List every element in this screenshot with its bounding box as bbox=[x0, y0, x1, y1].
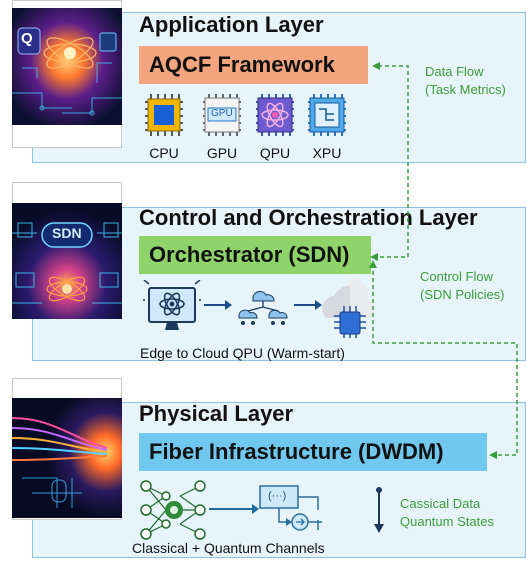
quantum-operation-box: (···) bbox=[258, 484, 322, 537]
thumb-q-letter: Q bbox=[21, 30, 33, 47]
monitor-atom-icon bbox=[139, 279, 205, 341]
edge-arrow-1 bbox=[203, 298, 233, 316]
qpu-label: QPU bbox=[259, 145, 291, 161]
edge-cloud-network-icon bbox=[233, 283, 293, 332]
sdn-network-image bbox=[12, 203, 122, 319]
xpu-label: XPU bbox=[312, 145, 342, 161]
qpu-chip-icon bbox=[252, 92, 298, 143]
legend-down-arrow bbox=[373, 486, 385, 539]
control-layer-title: Control and Orchestration Layer bbox=[139, 205, 478, 230]
thumb-sdn-text: SDN bbox=[52, 225, 82, 241]
control-flow-label: Control Flow bbox=[420, 269, 493, 284]
physical-layer-title: Physical Layer bbox=[139, 401, 294, 426]
qop-box-text: (···) bbox=[268, 490, 287, 502]
aqcf-framework-label: AQCF Framework bbox=[139, 46, 368, 84]
neural-network-icon bbox=[138, 478, 208, 547]
application-layer-title: Application Layer bbox=[139, 12, 324, 37]
data-flow-sublabel: (Task Metrics) bbox=[425, 82, 506, 97]
xpu-chip-icon bbox=[304, 92, 350, 143]
quantum-circuit-image bbox=[12, 8, 122, 125]
cpu-chip-icon bbox=[141, 92, 187, 143]
fiber-optic-image bbox=[12, 398, 122, 518]
control-flow-sublabel: (SDN Policies) bbox=[420, 287, 505, 302]
legend-quantum-states: Quantum States bbox=[400, 514, 494, 529]
channel-arrow bbox=[208, 502, 260, 520]
legend-classical-data: Cassical Data bbox=[400, 496, 481, 511]
cloud-qpu-icon bbox=[316, 272, 384, 347]
cpu-label: CPU bbox=[149, 145, 179, 161]
fiber-infrastructure-label: Fiber Infrastructure (DWDM) bbox=[139, 433, 487, 471]
gpu-label: GPU bbox=[206, 145, 238, 161]
edge-arrow-2 bbox=[293, 298, 323, 316]
edge-to-cloud-caption: Edge to Cloud QPU (Warm-start) bbox=[140, 345, 345, 361]
channels-caption: Classical + Quantum Channels bbox=[132, 540, 325, 556]
gpu-chip-icon: GPU bbox=[199, 92, 245, 143]
gpu-chip-text: GPU bbox=[211, 108, 233, 119]
data-flow-label: Data Flow bbox=[425, 64, 484, 79]
orchestrator-sdn-label: Orchestrator (SDN) bbox=[139, 236, 371, 274]
